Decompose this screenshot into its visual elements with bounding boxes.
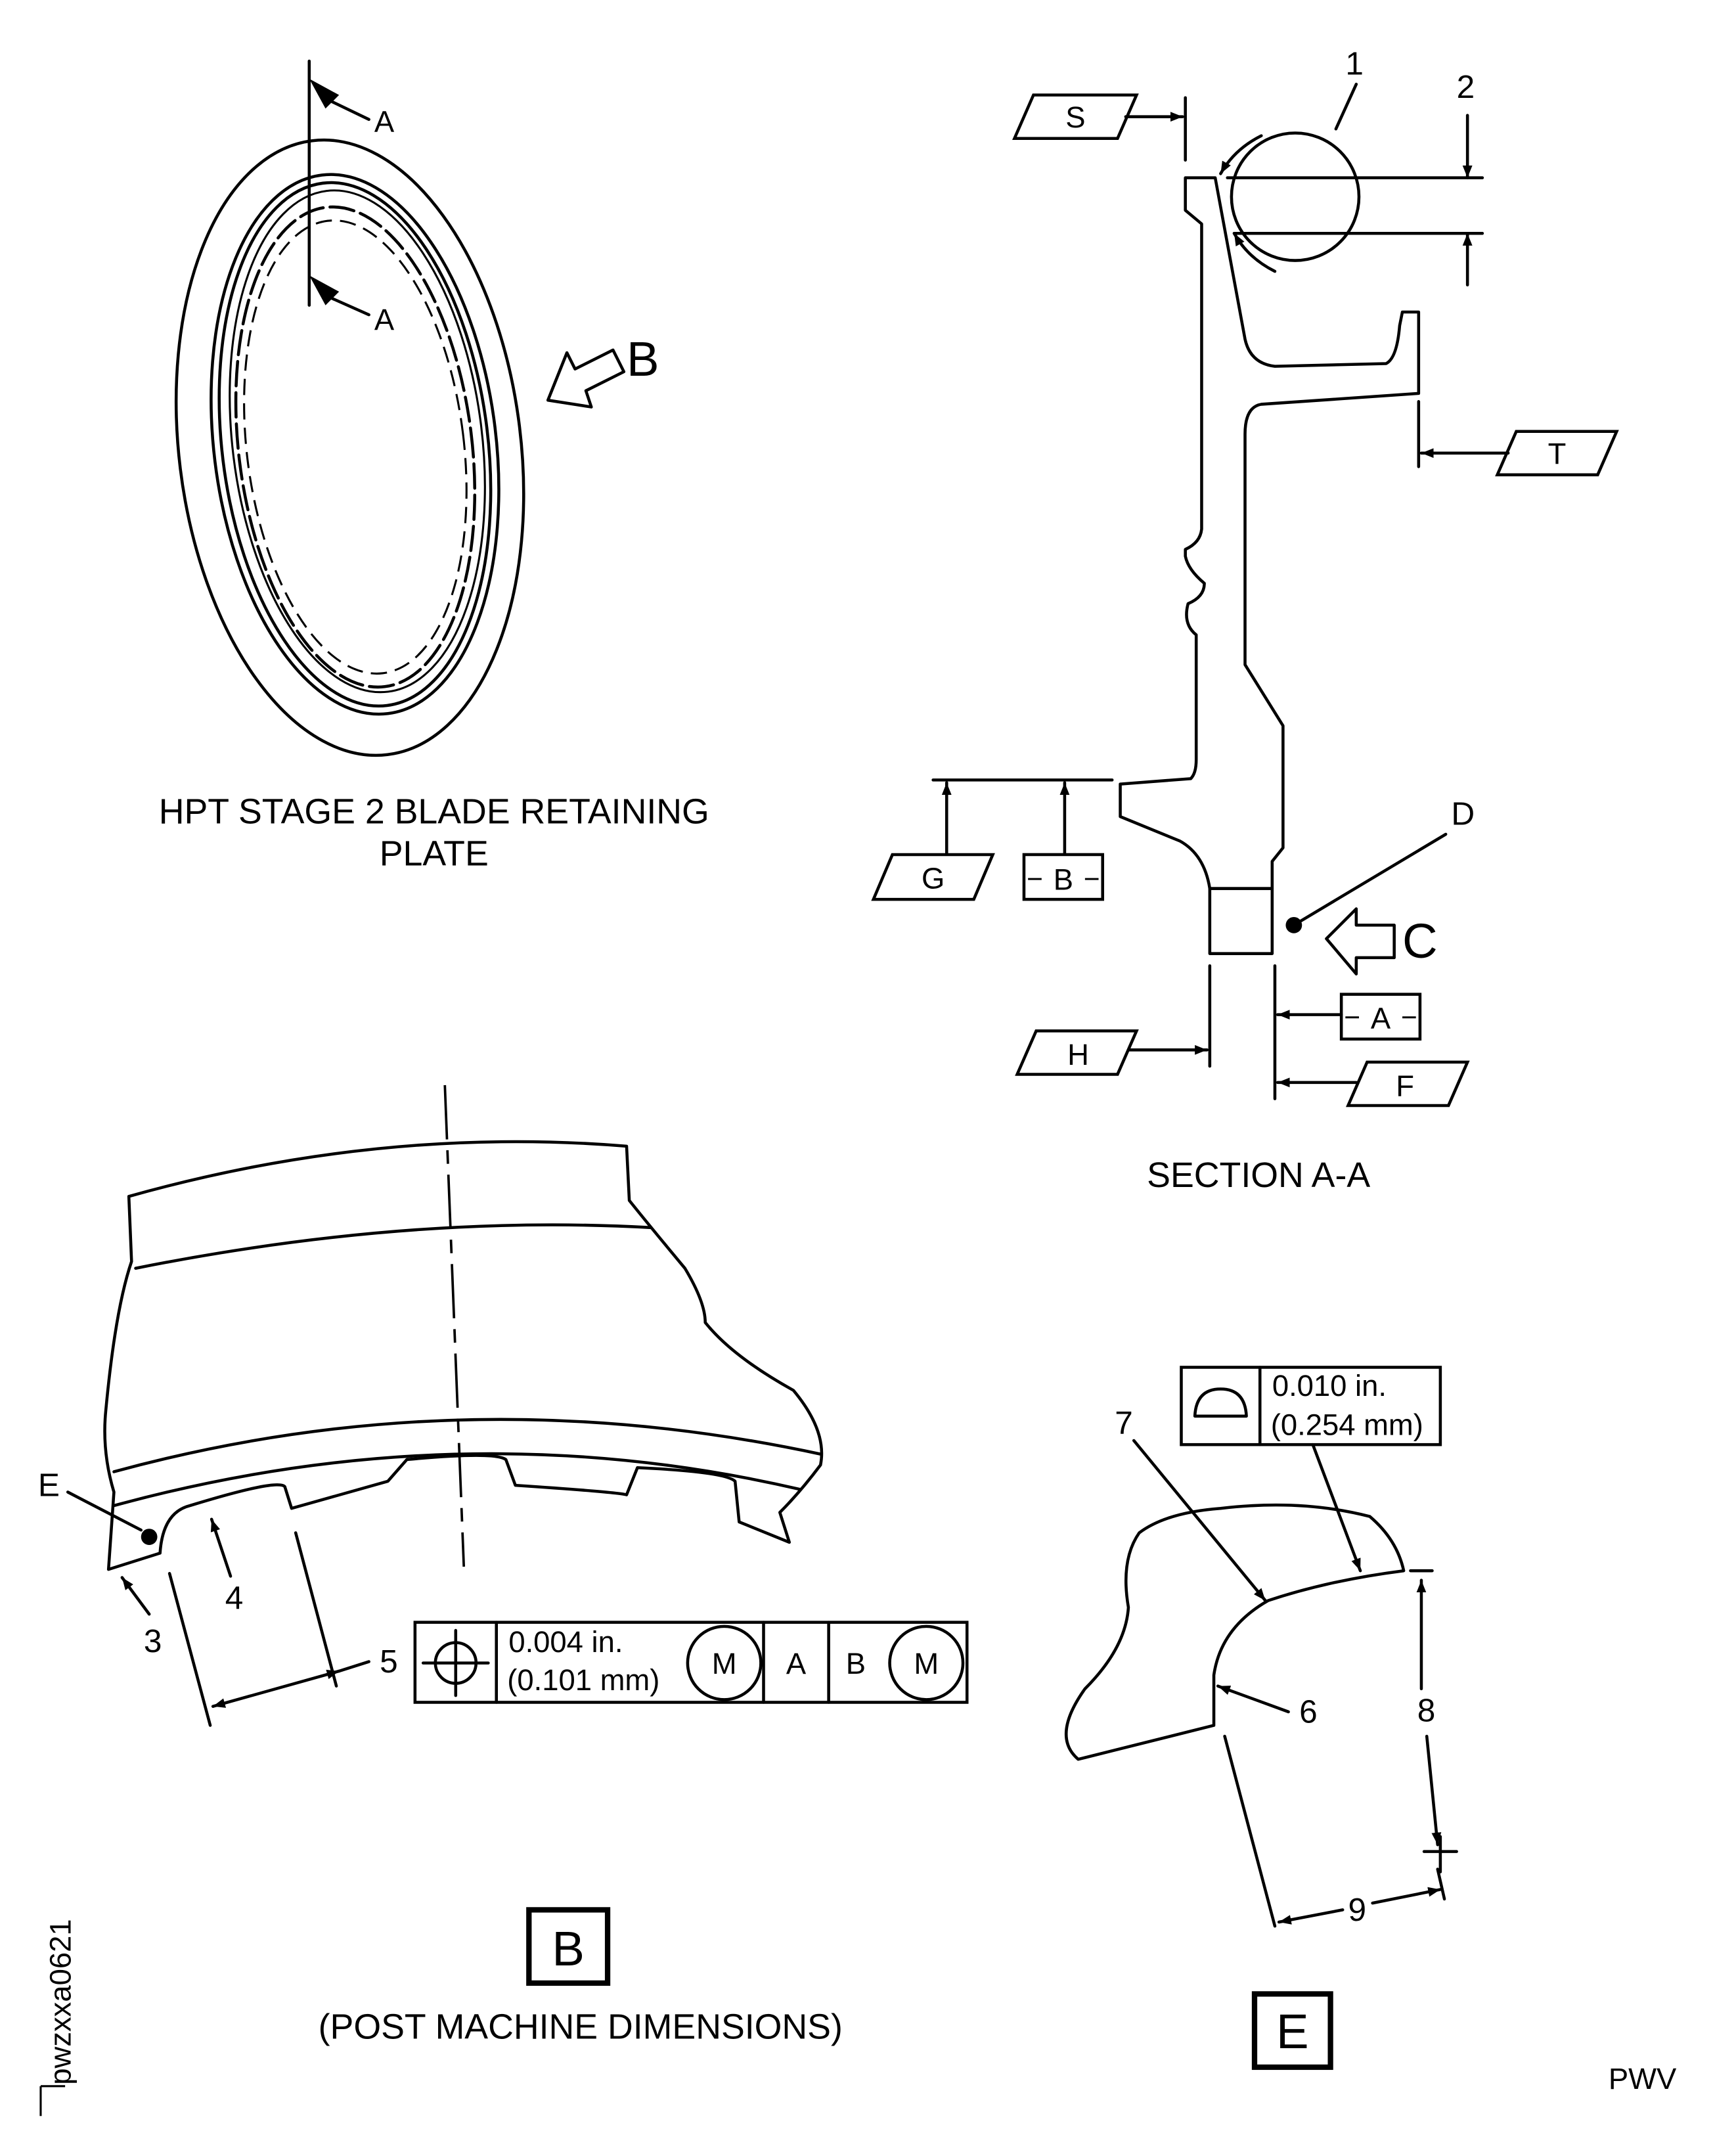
section-profile — [1119, 176, 1421, 890]
view-b: E 3 4 5 0.004 in. (0.101 mm) M A B — [38, 1085, 969, 2047]
callout-2: 2 — [1457, 68, 1475, 105]
callout-4: 4 — [225, 1579, 244, 1616]
view-b-caption: (POST MACHINE DIMENSIONS) — [319, 2007, 843, 2047]
profile-tolerance-frame: 0.010 in. (0.254 mm) — [1180, 1366, 1442, 1446]
view-e-label-box — [1251, 1991, 1333, 2071]
figure-id-block: pwzxxa0621 — [39, 1919, 77, 2116]
datum-g: G — [922, 862, 945, 895]
datum-ref-b: B — [846, 1647, 866, 1680]
datum-a: A — [1371, 1001, 1391, 1035]
callout-5: 5 — [380, 1643, 398, 1680]
tolerance-in: 0.010 in. — [1272, 1369, 1387, 1402]
datum-ref-a: A — [786, 1647, 807, 1680]
retaining-plate-iso-view: A A B HPT STAGE 2 BLADE RETAINING PLATE — [159, 59, 709, 873]
callout-6: 6 — [1299, 1693, 1318, 1730]
datum-t-frame — [1495, 430, 1619, 477]
view-e-label: E — [1276, 2004, 1309, 2059]
position-tolerance-frame: 0.004 in. (0.101 mm) M A B M — [413, 1621, 969, 1704]
datum-s: S — [1065, 101, 1085, 134]
datum-h-frame — [1015, 1029, 1139, 1076]
view-c-arrow-label: C — [1402, 914, 1438, 968]
footer-code: PWV — [1609, 2062, 1677, 2095]
callout-d: D — [1451, 795, 1475, 832]
plate-title-line1: HPT STAGE 2 BLADE RETAINING — [159, 792, 709, 831]
section-a-a: 1 2 S T G B D C H — [871, 45, 1619, 1195]
figure-id: pwzxxa0621 — [43, 1919, 77, 2084]
mmc-modifier-1: M — [712, 1647, 737, 1680]
section-label-a-bottom: A — [374, 303, 395, 336]
view-b-arrow-label: B — [627, 332, 659, 386]
position-symbol-icon — [421, 1628, 490, 1697]
datum-f: F — [1396, 1069, 1414, 1103]
datum-f-frame — [1345, 1060, 1470, 1108]
view-c-hollow-arrow-icon — [1325, 907, 1396, 975]
callout-3: 3 — [144, 1623, 162, 1659]
callout-8: 8 — [1417, 1691, 1436, 1728]
view-e: 0.010 in. (0.254 mm) 7 6 8 9 E — [1064, 1366, 1458, 2071]
tolerance-in: 0.004 in. — [508, 1625, 623, 1659]
datum-b-frame — [1022, 853, 1104, 901]
datum-g-frame — [871, 853, 995, 901]
view-b-hollow-arrow-icon — [546, 348, 626, 409]
mmc-modifier-2: M — [914, 1647, 939, 1680]
view-b-label-box — [526, 1907, 611, 1986]
callout-e: E — [38, 1467, 60, 1504]
section-title: SECTION A-A — [1147, 1155, 1370, 1195]
datum-h: H — [1067, 1038, 1089, 1071]
datum-s-frame — [1012, 93, 1139, 140]
callout-9: 9 — [1348, 1891, 1366, 1928]
callout-1: 1 — [1345, 45, 1364, 82]
datum-b: B — [1054, 863, 1073, 897]
plate-title-line2: PLATE — [380, 834, 489, 873]
callout-7: 7 — [1115, 1404, 1133, 1441]
section-label-a-top: A — [374, 104, 395, 138]
tolerance-mm: (0.254 mm) — [1271, 1408, 1423, 1442]
profile-of-line-icon — [1193, 1387, 1248, 1418]
datum-t: T — [1548, 437, 1567, 470]
tolerance-mm: (0.101 mm) — [507, 1663, 659, 1697]
view-b-label: B — [552, 1921, 585, 1976]
